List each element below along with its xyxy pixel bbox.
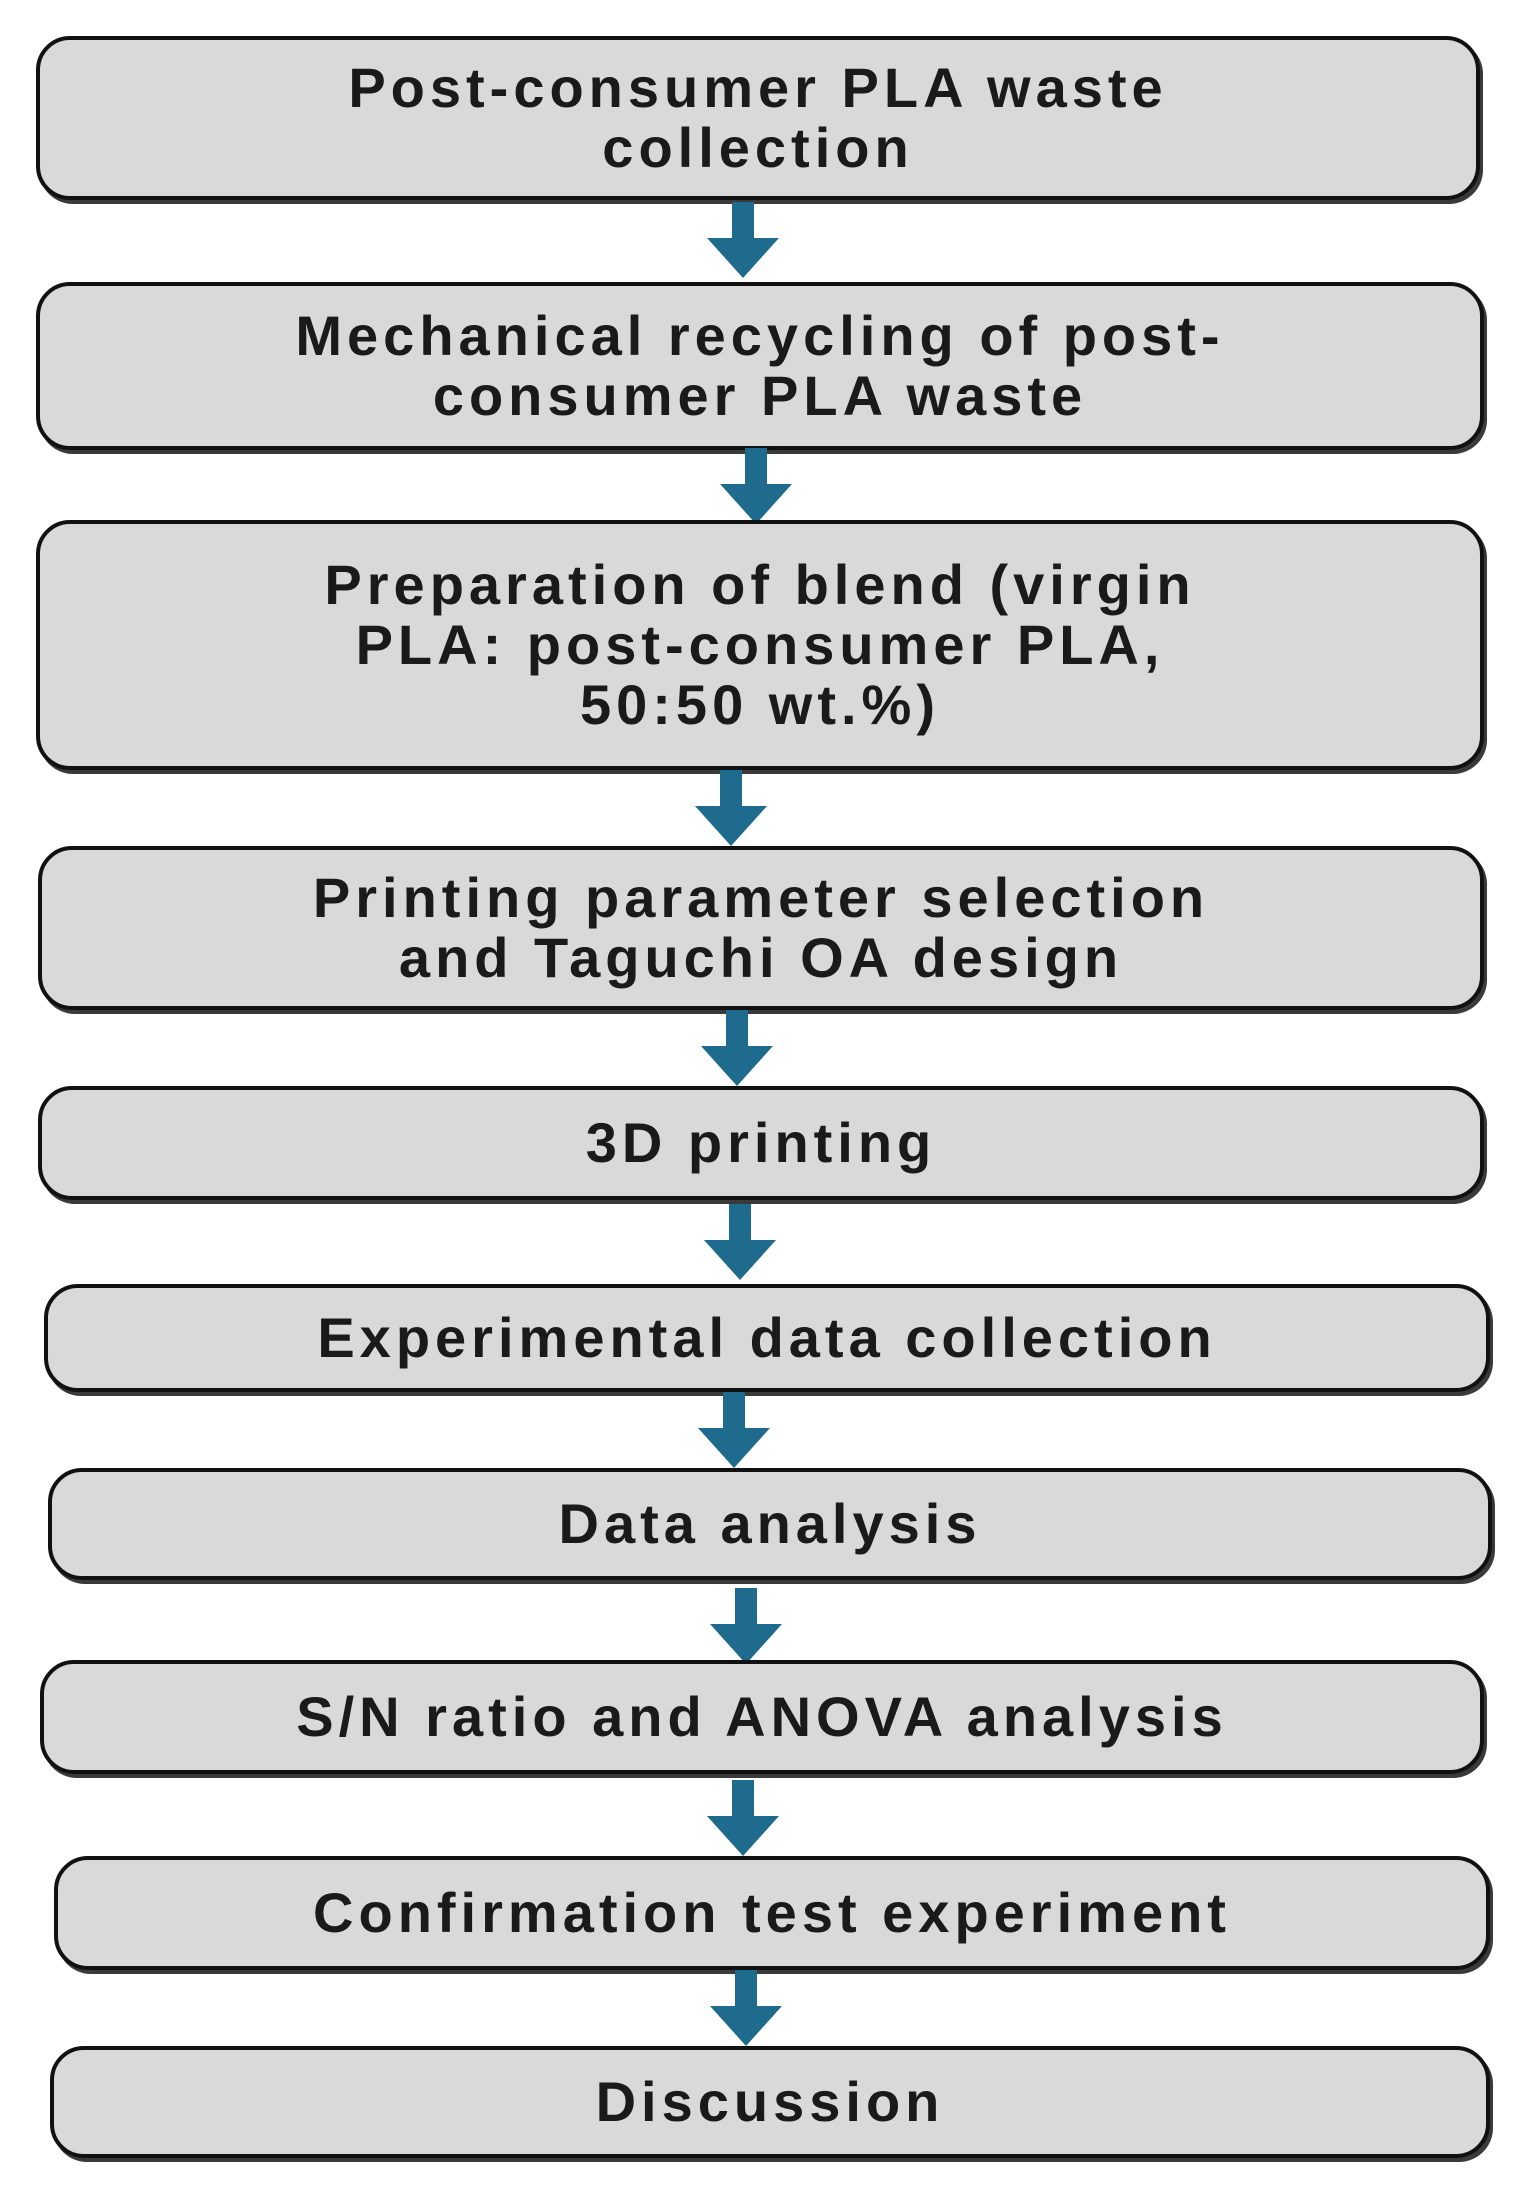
arrow-shape (707, 202, 779, 278)
down-arrow-icon-graphic (710, 1970, 782, 2046)
step-discussion: Discussion (50, 2046, 1490, 2158)
step-label: Experimental data collection (317, 1306, 1217, 1369)
step-mechanical-recycling: Mechanical recycling of post- consumer P… (36, 282, 1484, 450)
down-arrow-icon (691, 770, 771, 846)
step-data-analysis: Data analysis (48, 1468, 1492, 1580)
arrow-shape (698, 1392, 770, 1468)
arrow-shape (695, 770, 767, 846)
down-arrow-icon (697, 1010, 777, 1086)
down-arrow-icon-graphic (695, 770, 767, 846)
step-3d-printing: 3D printing (38, 1086, 1484, 1200)
down-arrow-icon (716, 448, 796, 524)
step-label: Data analysis (558, 1492, 982, 1555)
step-experimental-data-collection: Experimental data collection (44, 1284, 1490, 1392)
down-arrow-icon (706, 1588, 786, 1664)
step-label: Mechanical recycling of post- consumer P… (295, 304, 1225, 427)
step-label: Preparation of blend (virgin PLA: post-c… (324, 553, 1196, 736)
down-arrow-icon-graphic (707, 1780, 779, 1856)
step-label: Discussion (595, 2070, 945, 2133)
down-arrow-icon (700, 1204, 780, 1280)
step-parameter-selection: Printing parameter selection and Taguchi… (38, 846, 1484, 1010)
down-arrow-icon (703, 1780, 783, 1856)
arrow-shape (710, 1588, 782, 1664)
step-label: Post-consumer PLA waste collection (348, 56, 1168, 179)
down-arrow-icon-graphic (698, 1392, 770, 1468)
step-label: Printing parameter selection and Taguchi… (312, 866, 1210, 989)
step-label: 3D printing (585, 1111, 937, 1174)
down-arrow-icon (694, 1392, 774, 1468)
arrow-shape (720, 448, 792, 524)
down-arrow-icon-graphic (704, 1204, 776, 1280)
down-arrow-icon-graphic (701, 1010, 773, 1086)
down-arrow-icon-graphic (720, 448, 792, 524)
step-sn-ratio-anova: S/N ratio and ANOVA analysis (40, 1660, 1484, 1774)
arrow-shape (701, 1010, 773, 1086)
down-arrow-icon-graphic (707, 202, 779, 278)
step-blend-preparation: Preparation of blend (virgin PLA: post-c… (36, 520, 1484, 770)
arrow-shape (704, 1204, 776, 1280)
down-arrow-icon-graphic (710, 1588, 782, 1664)
down-arrow-icon (706, 1970, 786, 2046)
down-arrow-icon (703, 202, 783, 278)
arrow-shape (707, 1780, 779, 1856)
step-confirmation-test: Confirmation test experiment (54, 1856, 1490, 1970)
step-post-consumer-pla-waste-collection: Post-consumer PLA waste collection (36, 36, 1480, 200)
step-label: S/N ratio and ANOVA analysis (296, 1685, 1228, 1748)
step-label: Confirmation test experiment (313, 1881, 1231, 1944)
arrow-shape (710, 1970, 782, 2046)
